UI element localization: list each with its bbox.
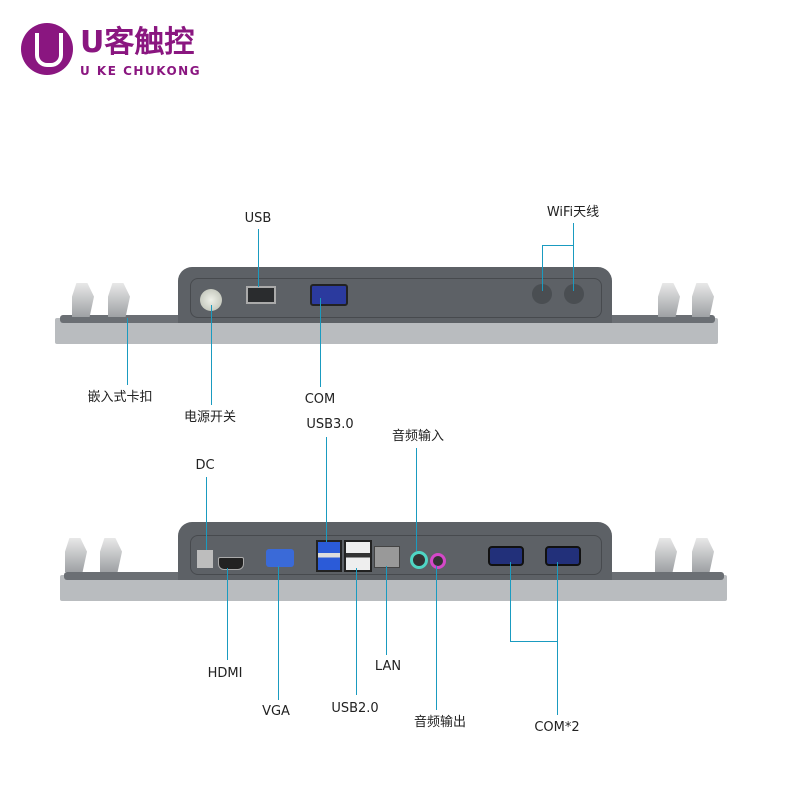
brand-subtitle: U KE CHUKONG [80, 64, 202, 78]
label-hdmi: HDMI [207, 666, 243, 681]
logo-u-icon [21, 23, 73, 75]
brand-name: U客触控 [80, 25, 195, 60]
clip-icon [655, 538, 677, 572]
clip-icon [692, 538, 714, 572]
label-dc: DC [195, 458, 215, 473]
vga-port [266, 549, 294, 567]
clip-icon [65, 538, 87, 572]
label-power: 电源开关 [183, 410, 237, 425]
label-wifi: WiFi天线 [546, 205, 600, 220]
power-button[interactable] [200, 289, 222, 311]
hdmi-port [218, 557, 244, 570]
dc-port [197, 550, 213, 568]
label-audio-in: 音频输入 [391, 429, 445, 444]
usb2-ports [344, 540, 372, 572]
label-audio-out: 音频输出 [413, 715, 467, 730]
label-clip: 嵌入式卡扣 [87, 390, 153, 405]
label-com2: COM*2 [534, 720, 580, 735]
usb-port [246, 286, 276, 304]
wifi-antenna-1 [532, 284, 552, 304]
clip-icon [100, 538, 122, 572]
label-usb2: USB2.0 [331, 701, 379, 716]
label-usb: USB [244, 211, 272, 226]
label-vga: VGA [262, 704, 290, 719]
clip-icon [72, 283, 94, 317]
label-com: COM [304, 392, 336, 407]
usb3-ports [316, 540, 342, 572]
clip-icon [692, 283, 714, 317]
clip-icon [108, 283, 130, 317]
wifi-antenna-2 [564, 284, 584, 304]
lan-port [374, 546, 400, 568]
audio-in-jack [410, 551, 428, 569]
com-port [310, 284, 348, 306]
com-port-2 [545, 546, 581, 566]
clip-icon [658, 283, 680, 317]
audio-out-jack [430, 553, 446, 569]
com-port-1 [488, 546, 524, 566]
label-usb3: USB3.0 [306, 417, 354, 432]
label-lan: LAN [374, 659, 402, 674]
